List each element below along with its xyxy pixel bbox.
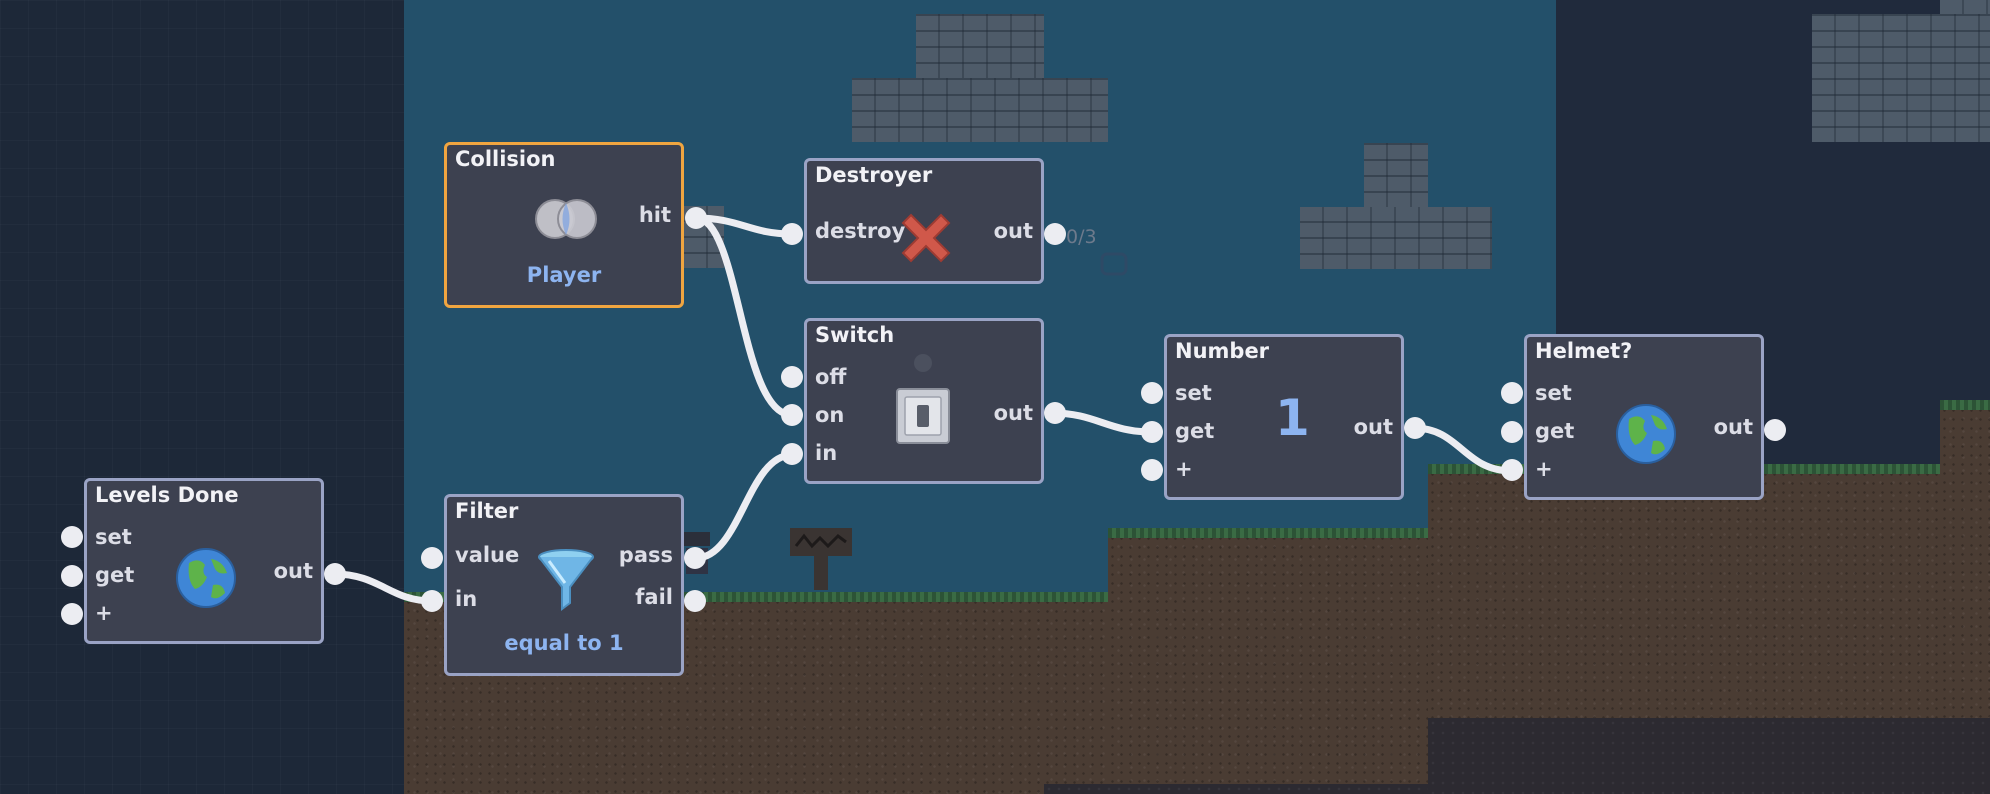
filter-condition: equal to 1 <box>504 631 624 655</box>
wire-levels-filter[interactable] <box>330 570 436 605</box>
destroyer-node[interactable]: Destroyer destroy out <box>804 158 1044 284</box>
port-label-get: get <box>95 563 135 587</box>
collision-node[interactable]: Collision hit Player <box>444 142 684 308</box>
port-label-out: out <box>1353 415 1393 439</box>
node-title: Filter <box>455 499 519 523</box>
port-label-hit: hit <box>638 203 671 227</box>
port-label-set: set <box>1175 381 1212 405</box>
port-plus[interactable] <box>1141 459 1163 481</box>
port-label-destroy: destroy <box>815 219 906 243</box>
port-label-out: out <box>993 219 1033 243</box>
port-switch-out[interactable] <box>1044 402 1066 424</box>
stone-block <box>1812 14 1990 142</box>
port-label-in: in <box>815 441 838 465</box>
port-pass[interactable] <box>684 547 706 569</box>
signpost-icon <box>790 528 852 590</box>
port-set[interactable] <box>1501 382 1523 404</box>
port-on[interactable] <box>781 404 803 426</box>
ghost-block-icon <box>1100 252 1128 276</box>
wire-hit-on[interactable] <box>692 214 796 419</box>
port-label-plus: + <box>1175 457 1193 481</box>
port-label-plus: + <box>95 601 113 625</box>
overlap-circles-icon <box>535 199 597 239</box>
node-title: Helmet? <box>1535 339 1633 363</box>
port-label-plus: + <box>1535 457 1553 481</box>
port-set[interactable] <box>61 526 83 548</box>
collision-target: Player <box>526 263 602 287</box>
dark-underground <box>1428 718 1990 794</box>
port-label-get: get <box>1535 419 1575 443</box>
wire-hit-destroy[interactable] <box>692 214 796 238</box>
port-destroyer-out[interactable] <box>1044 223 1066 245</box>
node-title: Collision <box>455 147 556 171</box>
port-in[interactable] <box>421 590 443 612</box>
grass-strip <box>1940 400 1990 410</box>
number-node[interactable]: Number set get + 1 out <box>1164 334 1404 500</box>
port-label-out: out <box>1713 415 1753 439</box>
switch-node[interactable]: Switch off on in out <box>804 318 1044 484</box>
stone-block <box>916 14 1044 78</box>
dirt-ground <box>1108 534 1428 794</box>
wire-switch-number[interactable] <box>1048 409 1156 436</box>
port-fail[interactable] <box>684 590 706 612</box>
stone-block <box>1300 207 1492 269</box>
port-hit[interactable] <box>685 207 707 229</box>
stone-block <box>852 78 1108 142</box>
port-label-get: get <box>1175 419 1215 443</box>
red-x-icon <box>901 213 951 263</box>
port-get[interactable] <box>61 565 83 587</box>
port-label-on: on <box>815 403 845 427</box>
counter-text: 0/3 <box>1066 226 1097 248</box>
helmet-node[interactable]: Helmet? set get + out <box>1524 334 1764 500</box>
port-plus[interactable] <box>1501 459 1523 481</box>
port-destroy[interactable] <box>781 223 803 245</box>
stone-block <box>1364 143 1428 207</box>
port-get[interactable] <box>1501 421 1523 443</box>
port-off[interactable] <box>781 366 803 388</box>
dirt-ground <box>404 598 1108 794</box>
globe-icon <box>176 548 236 608</box>
port-label-value: value <box>455 543 520 567</box>
port-label-set: set <box>95 525 132 549</box>
dark-underground <box>1044 784 1428 794</box>
port-label-set: set <box>1535 381 1572 405</box>
port-set[interactable] <box>1141 382 1163 404</box>
port-in[interactable] <box>781 443 803 465</box>
port-label-out: out <box>993 401 1033 425</box>
port-label-off: off <box>815 365 847 389</box>
node-title: Number <box>1175 339 1270 363</box>
wire-number-helmet[interactable] <box>1410 424 1516 475</box>
port-label-fail: fail <box>635 585 673 609</box>
toggle-switch-icon <box>896 354 950 444</box>
port-plus[interactable] <box>61 603 83 625</box>
stone-block <box>1940 0 1990 14</box>
node-title: Destroyer <box>815 163 933 187</box>
grass-strip <box>404 592 1108 602</box>
port-label-in: in <box>455 587 478 611</box>
number-value: 1 <box>1275 389 1310 447</box>
port-label-out: out <box>273 559 313 583</box>
node-title: Switch <box>815 323 895 347</box>
globe-icon <box>1616 404 1676 464</box>
funnel-icon <box>538 549 594 611</box>
port-levels-out[interactable] <box>324 563 346 585</box>
port-value[interactable] <box>421 547 443 569</box>
wire-pass-in[interactable] <box>692 451 796 562</box>
port-helmet-out[interactable] <box>1764 419 1786 441</box>
grass-strip <box>1108 528 1428 538</box>
port-get[interactable] <box>1141 421 1163 443</box>
port-number-out[interactable] <box>1404 417 1426 439</box>
levels-done-node[interactable]: Levels Done set get + out <box>84 478 324 644</box>
node-title: Levels Done <box>95 483 239 507</box>
port-label-pass: pass <box>618 543 673 567</box>
filter-node[interactable]: Filter value in pass fail equal to 1 <box>444 494 684 676</box>
